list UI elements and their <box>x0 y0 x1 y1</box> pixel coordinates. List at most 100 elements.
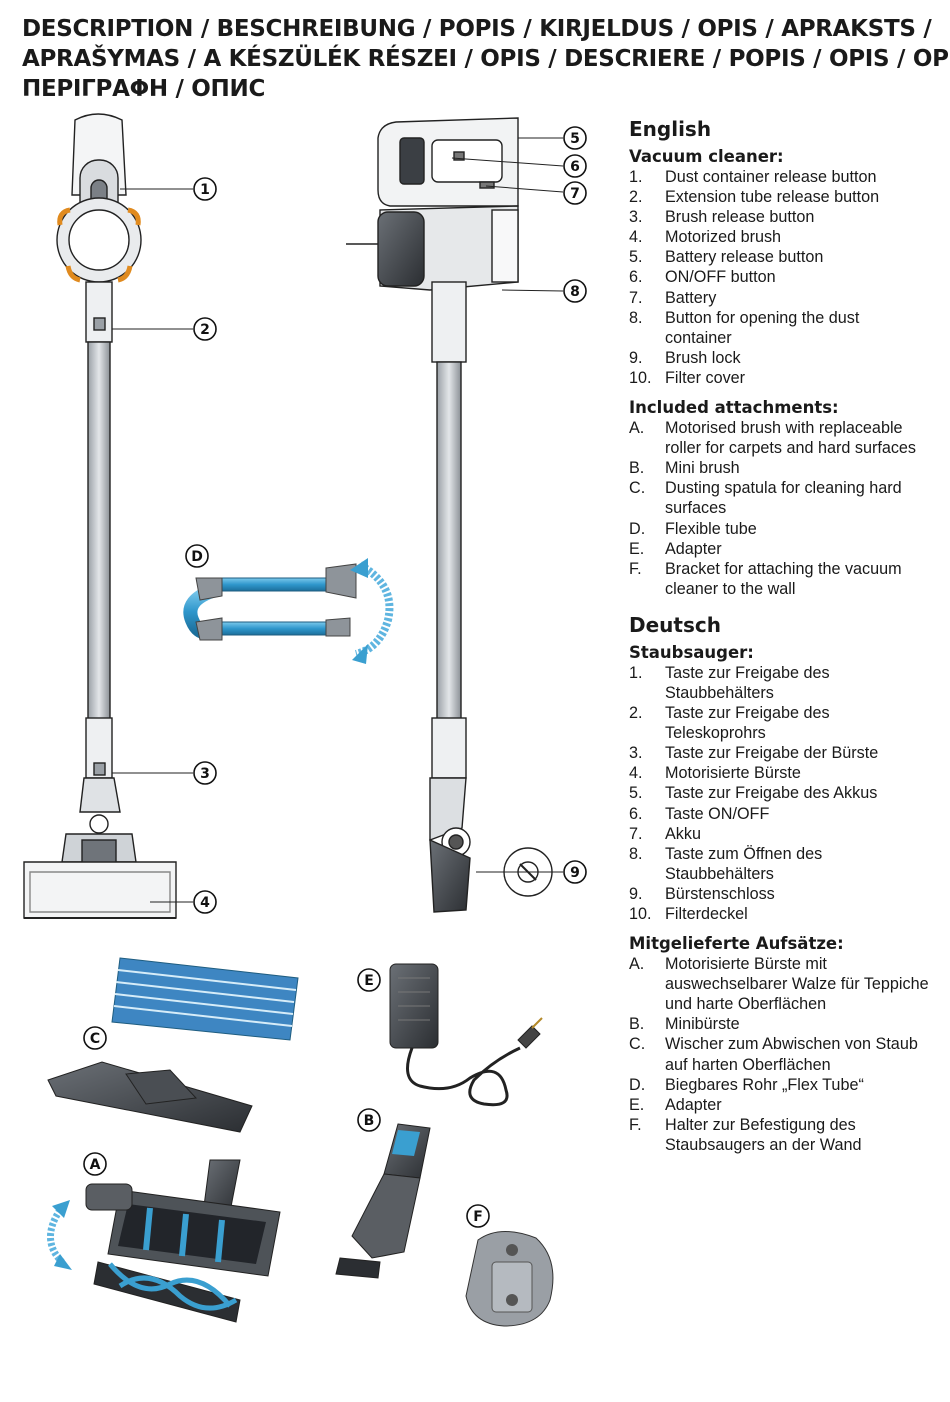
list-item-marker: B. <box>629 1015 645 1034</box>
list-item: 2.Extension tube release button <box>629 187 929 207</box>
list-item: A. Motorised brush with replaceable rolle… <box>629 418 929 458</box>
list-item-text: Button for opening the dust container <box>665 308 860 347</box>
svg-text:5: 5 <box>570 131 580 147</box>
list-item-marker: 3. <box>629 744 643 763</box>
list-item: 8.Taste zum Öffnen des Staubbehälters <box>629 844 929 884</box>
svg-text:7: 7 <box>570 186 580 202</box>
list-item-text: Motorised brush with replaceable roller … <box>665 419 917 458</box>
svg-text:A: A <box>90 1157 101 1173</box>
list-item: A.Motorisierte Bürste mit auswechselbare… <box>629 954 929 1014</box>
product-illustrations: 1 2 3 4 5 6 7 8 9 <box>23 113 587 1327</box>
list-item-marker: 2. <box>629 704 643 723</box>
letter-F: F <box>466 1204 490 1228</box>
list-item-text: Bürstenschloss <box>665 884 775 903</box>
list-item: D.Flexible tube <box>629 519 929 539</box>
list-item-text: Battery <box>665 288 717 307</box>
list-item: 6. Taste ON/OFF <box>629 804 929 824</box>
svg-text:F: F <box>473 1209 483 1225</box>
list-item-text: Halter zur Befestigung des Staubsaugers … <box>665 1115 862 1154</box>
list-item-marker: 5. <box>629 248 643 267</box>
svg-text:C: C <box>90 1031 100 1047</box>
list-item-text: Battery release button <box>665 248 824 267</box>
list-item-text: Wischer zum Abwischen von Staub auf hart… <box>665 1035 918 1074</box>
list-item-marker: 10. <box>629 368 652 387</box>
list-item-marker: 7. <box>629 288 643 307</box>
list-item-marker: 4. <box>629 764 643 783</box>
list-item-marker: E. <box>629 1095 645 1114</box>
svg-text:E: E <box>364 973 374 989</box>
callout-4: 4 <box>193 890 217 914</box>
attachments-list-english: A. Motorised brush with replaceable rolle… <box>629 418 929 599</box>
callout-2: 2 <box>193 317 217 341</box>
callout-6: 6 <box>563 154 587 178</box>
callout-1: 1 <box>193 177 217 201</box>
svg-text:6: 6 <box>570 159 580 175</box>
list-item-marker: 10. <box>629 905 652 923</box>
list-item: 3.Taste zur Freigabe der Bürste <box>629 743 929 763</box>
svg-text:9: 9 <box>570 865 580 881</box>
list-item-text: Taste zur Freigabe des Teleskoprohrs <box>665 704 830 743</box>
list-item-marker: 6. <box>629 268 643 287</box>
list-item: D. Biegbares Rohr „Flex Tube“ <box>629 1075 929 1095</box>
svg-text:8: 8 <box>570 284 580 300</box>
list-item-text: Filter cover <box>665 368 746 387</box>
list-item-text: Motorisierte Bürste <box>665 764 801 783</box>
list-item-text: Motorized brush <box>665 228 782 247</box>
list-item-text: Filterdeckel <box>665 905 748 923</box>
list-item-marker: B. <box>629 459 645 478</box>
list-item: B.Minibürste <box>629 1014 929 1034</box>
flexible-tube-illustration <box>183 558 394 664</box>
list-item-marker: A. <box>629 419 645 438</box>
letter-D: D <box>185 544 209 568</box>
list-item-text: Taste ON/OFF <box>665 804 770 823</box>
list-item-text: Taste zur Freigabe des Staubbehälters <box>665 663 830 702</box>
list-item-marker: 4. <box>629 228 643 247</box>
list-item: 6. ON/OFF button <box>629 267 929 287</box>
list-item-text: Dust container release button <box>665 168 877 186</box>
list-item-marker: 1. <box>629 663 643 682</box>
svg-text:1: 1 <box>200 182 210 198</box>
language-title-deutsch: Deutsch <box>629 612 721 637</box>
dusting-spatula-illustration <box>47 957 299 1133</box>
vacuum-front-view <box>23 113 177 919</box>
letter-A: A <box>83 1152 107 1176</box>
list-item-text: Bracket for attaching the vacuum cleaner… <box>665 559 902 598</box>
callout-7: 7 <box>563 181 587 205</box>
svg-text:4: 4 <box>200 895 210 911</box>
attachments-title-english: Included attachments: <box>629 398 839 418</box>
heading-line-2: APRAŠYMAS / A KÉSZÜLÉK RÉSZEI / OPIS / D… <box>22 46 950 72</box>
list-item-text: Adapter <box>665 1095 722 1114</box>
list-item-text: Brush release button <box>665 208 815 227</box>
deutsch-section: Deutsch Staubsauger: 1. Taste zur Freigab… <box>629 612 929 1155</box>
page-heading: DESCRIPTION / BESCHREIBUNG / POPIS / KIR… <box>22 14 950 104</box>
list-item: 5.Taste zur Freigabe des Akkus <box>629 783 929 803</box>
wall-bracket-illustration <box>465 1231 554 1327</box>
list-item: 10. Filterdeckel <box>629 904 929 924</box>
list-item-marker: 6. <box>629 804 643 823</box>
callout-5: 5 <box>563 126 587 150</box>
list-item-marker: D. <box>629 1075 646 1094</box>
list-item-marker: C. <box>629 1035 646 1054</box>
svg-text:D: D <box>191 549 203 565</box>
description-text-column: English Vacuum cleaner: 1.Dust container… <box>629 116 929 1164</box>
mini-brush-illustration <box>335 1123 431 1279</box>
list-item: 4. Motorisierte Bürste <box>629 763 929 783</box>
list-item-text: Extension tube release button <box>665 188 880 207</box>
list-item-marker: F. <box>629 559 642 578</box>
list-item-marker: F. <box>629 1115 642 1134</box>
list-item-text: Biegbares Rohr „Flex Tube“ <box>665 1075 864 1094</box>
callout-lines <box>112 137 564 903</box>
list-item-marker: 5. <box>629 784 643 803</box>
list-item: F. Bracket for attaching the vacuum clean… <box>629 559 929 599</box>
vacuum-title-deutsch: Staubsauger: <box>629 642 754 662</box>
list-item-text: ON/OFF button <box>665 268 776 287</box>
list-item: C.Dusting spatula for cleaning hard surf… <box>629 478 929 518</box>
list-item: 7. Battery <box>629 288 929 308</box>
attachments-list-deutsch: A.Motorisierte Bürste mit auswechselbare… <box>629 954 929 1155</box>
list-item-marker: C. <box>629 479 646 498</box>
motorised-brush-illustration <box>47 1159 281 1323</box>
list-item-text: Flexible tube <box>665 519 757 538</box>
list-item-text: Mini brush <box>665 459 740 478</box>
heading-line-1: DESCRIPTION / BESCHREIBUNG / POPIS / KIR… <box>22 16 932 42</box>
